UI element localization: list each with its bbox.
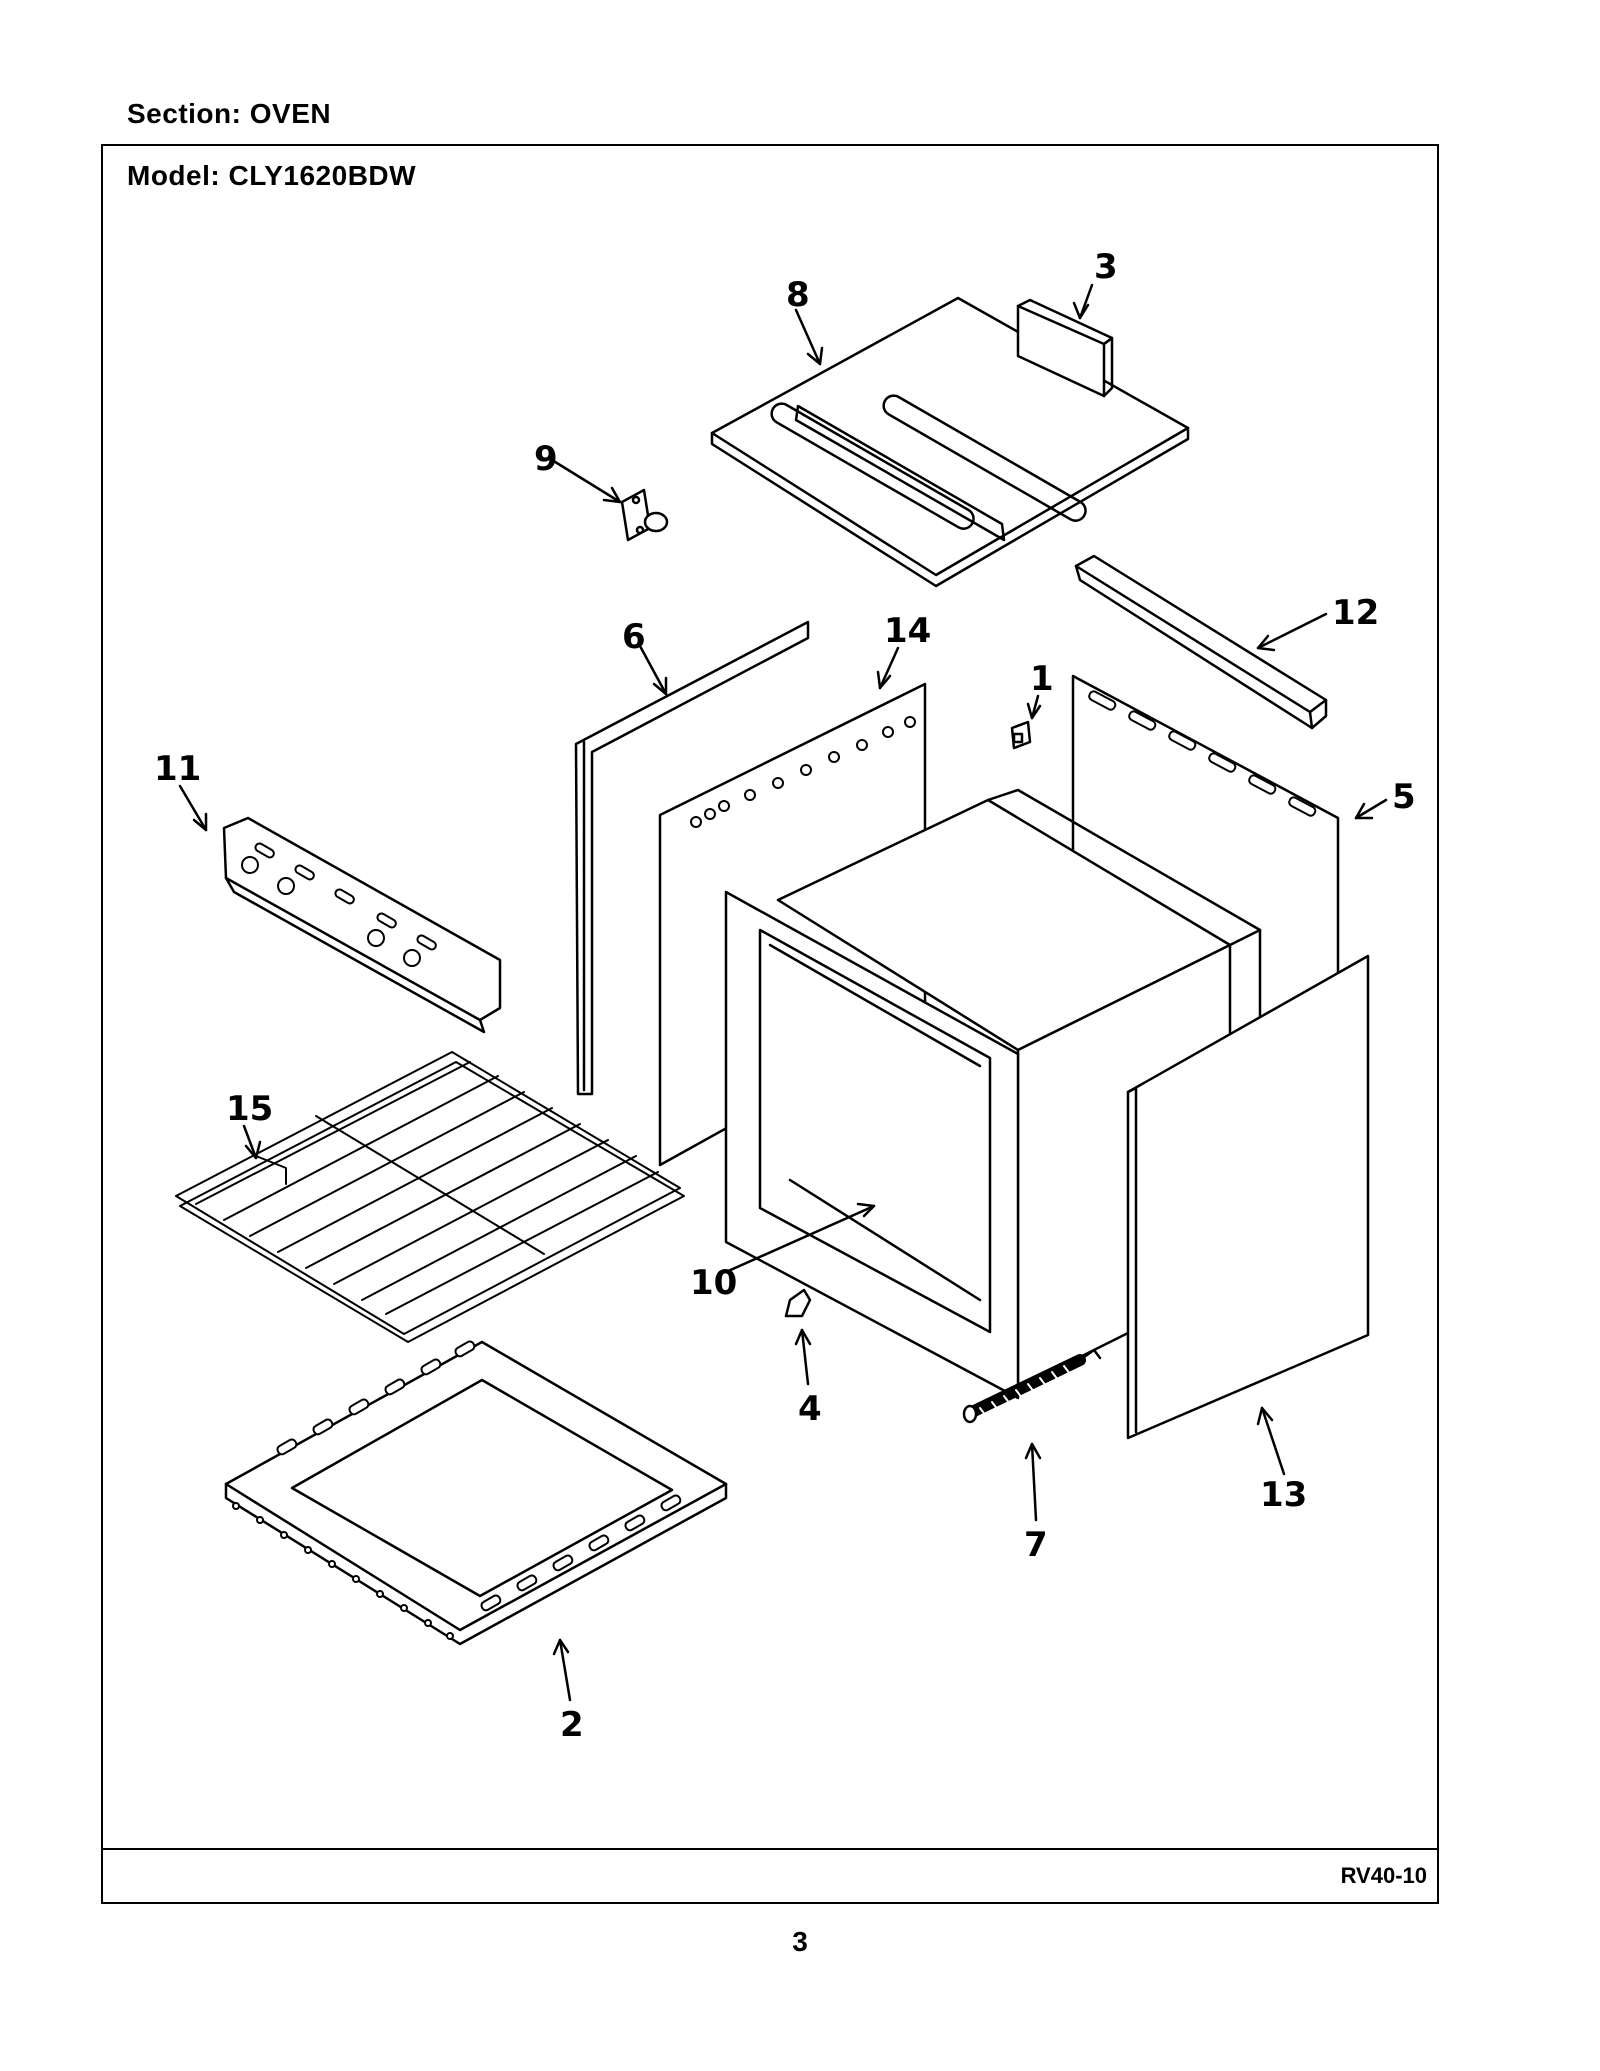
part-top-panel — [710, 296, 1190, 588]
part-rack-support — [222, 816, 502, 1034]
model-title: Model: CLY1620BDW — [127, 160, 417, 191]
footer-divider — [103, 1848, 1437, 1850]
callout-6: 6 — [622, 617, 646, 657]
callout-1: 1 — [1030, 659, 1054, 699]
section-title: Section: OVEN — [127, 98, 332, 129]
callout-2: 2 — [560, 1705, 584, 1745]
callout-10: 10 — [690, 1263, 737, 1303]
part-oven-bottom — [224, 1340, 728, 1646]
leader-arrows — [178, 283, 1388, 1702]
callout-11: 11 — [154, 749, 201, 789]
callout-labels: 3 8 9 12 6 14 1 5 11 15 10 4 7 13 2 — [154, 247, 1416, 1745]
page-number: 3 — [792, 1926, 808, 1957]
callout-9: 9 — [534, 439, 558, 479]
part-bracket-9 — [620, 488, 669, 542]
part-rear-rail — [1074, 554, 1328, 730]
callout-5: 5 — [1392, 777, 1416, 817]
diagram-code: RV40-10 — [1340, 1863, 1427, 1888]
part-spring — [962, 1348, 1102, 1424]
callout-7: 7 — [1024, 1525, 1048, 1565]
callout-13: 13 — [1260, 1475, 1307, 1515]
callout-8: 8 — [786, 275, 810, 315]
callout-14: 14 — [884, 611, 931, 651]
part-clip-1 — [1010, 720, 1032, 750]
part-front-trim — [574, 620, 810, 1096]
callout-12: 12 — [1332, 593, 1379, 633]
part-vent-bracket — [1016, 298, 1114, 398]
part-latch-clip — [784, 1288, 812, 1318]
part-oven-rack — [175, 1051, 685, 1343]
callout-3: 3 — [1094, 247, 1118, 287]
callout-4: 4 — [798, 1389, 822, 1429]
part-front-panel — [1126, 954, 1370, 1440]
callout-15: 15 — [226, 1089, 273, 1129]
diagram-frame: Model: CLY1620BDW RV40-10 — [101, 144, 1439, 1904]
